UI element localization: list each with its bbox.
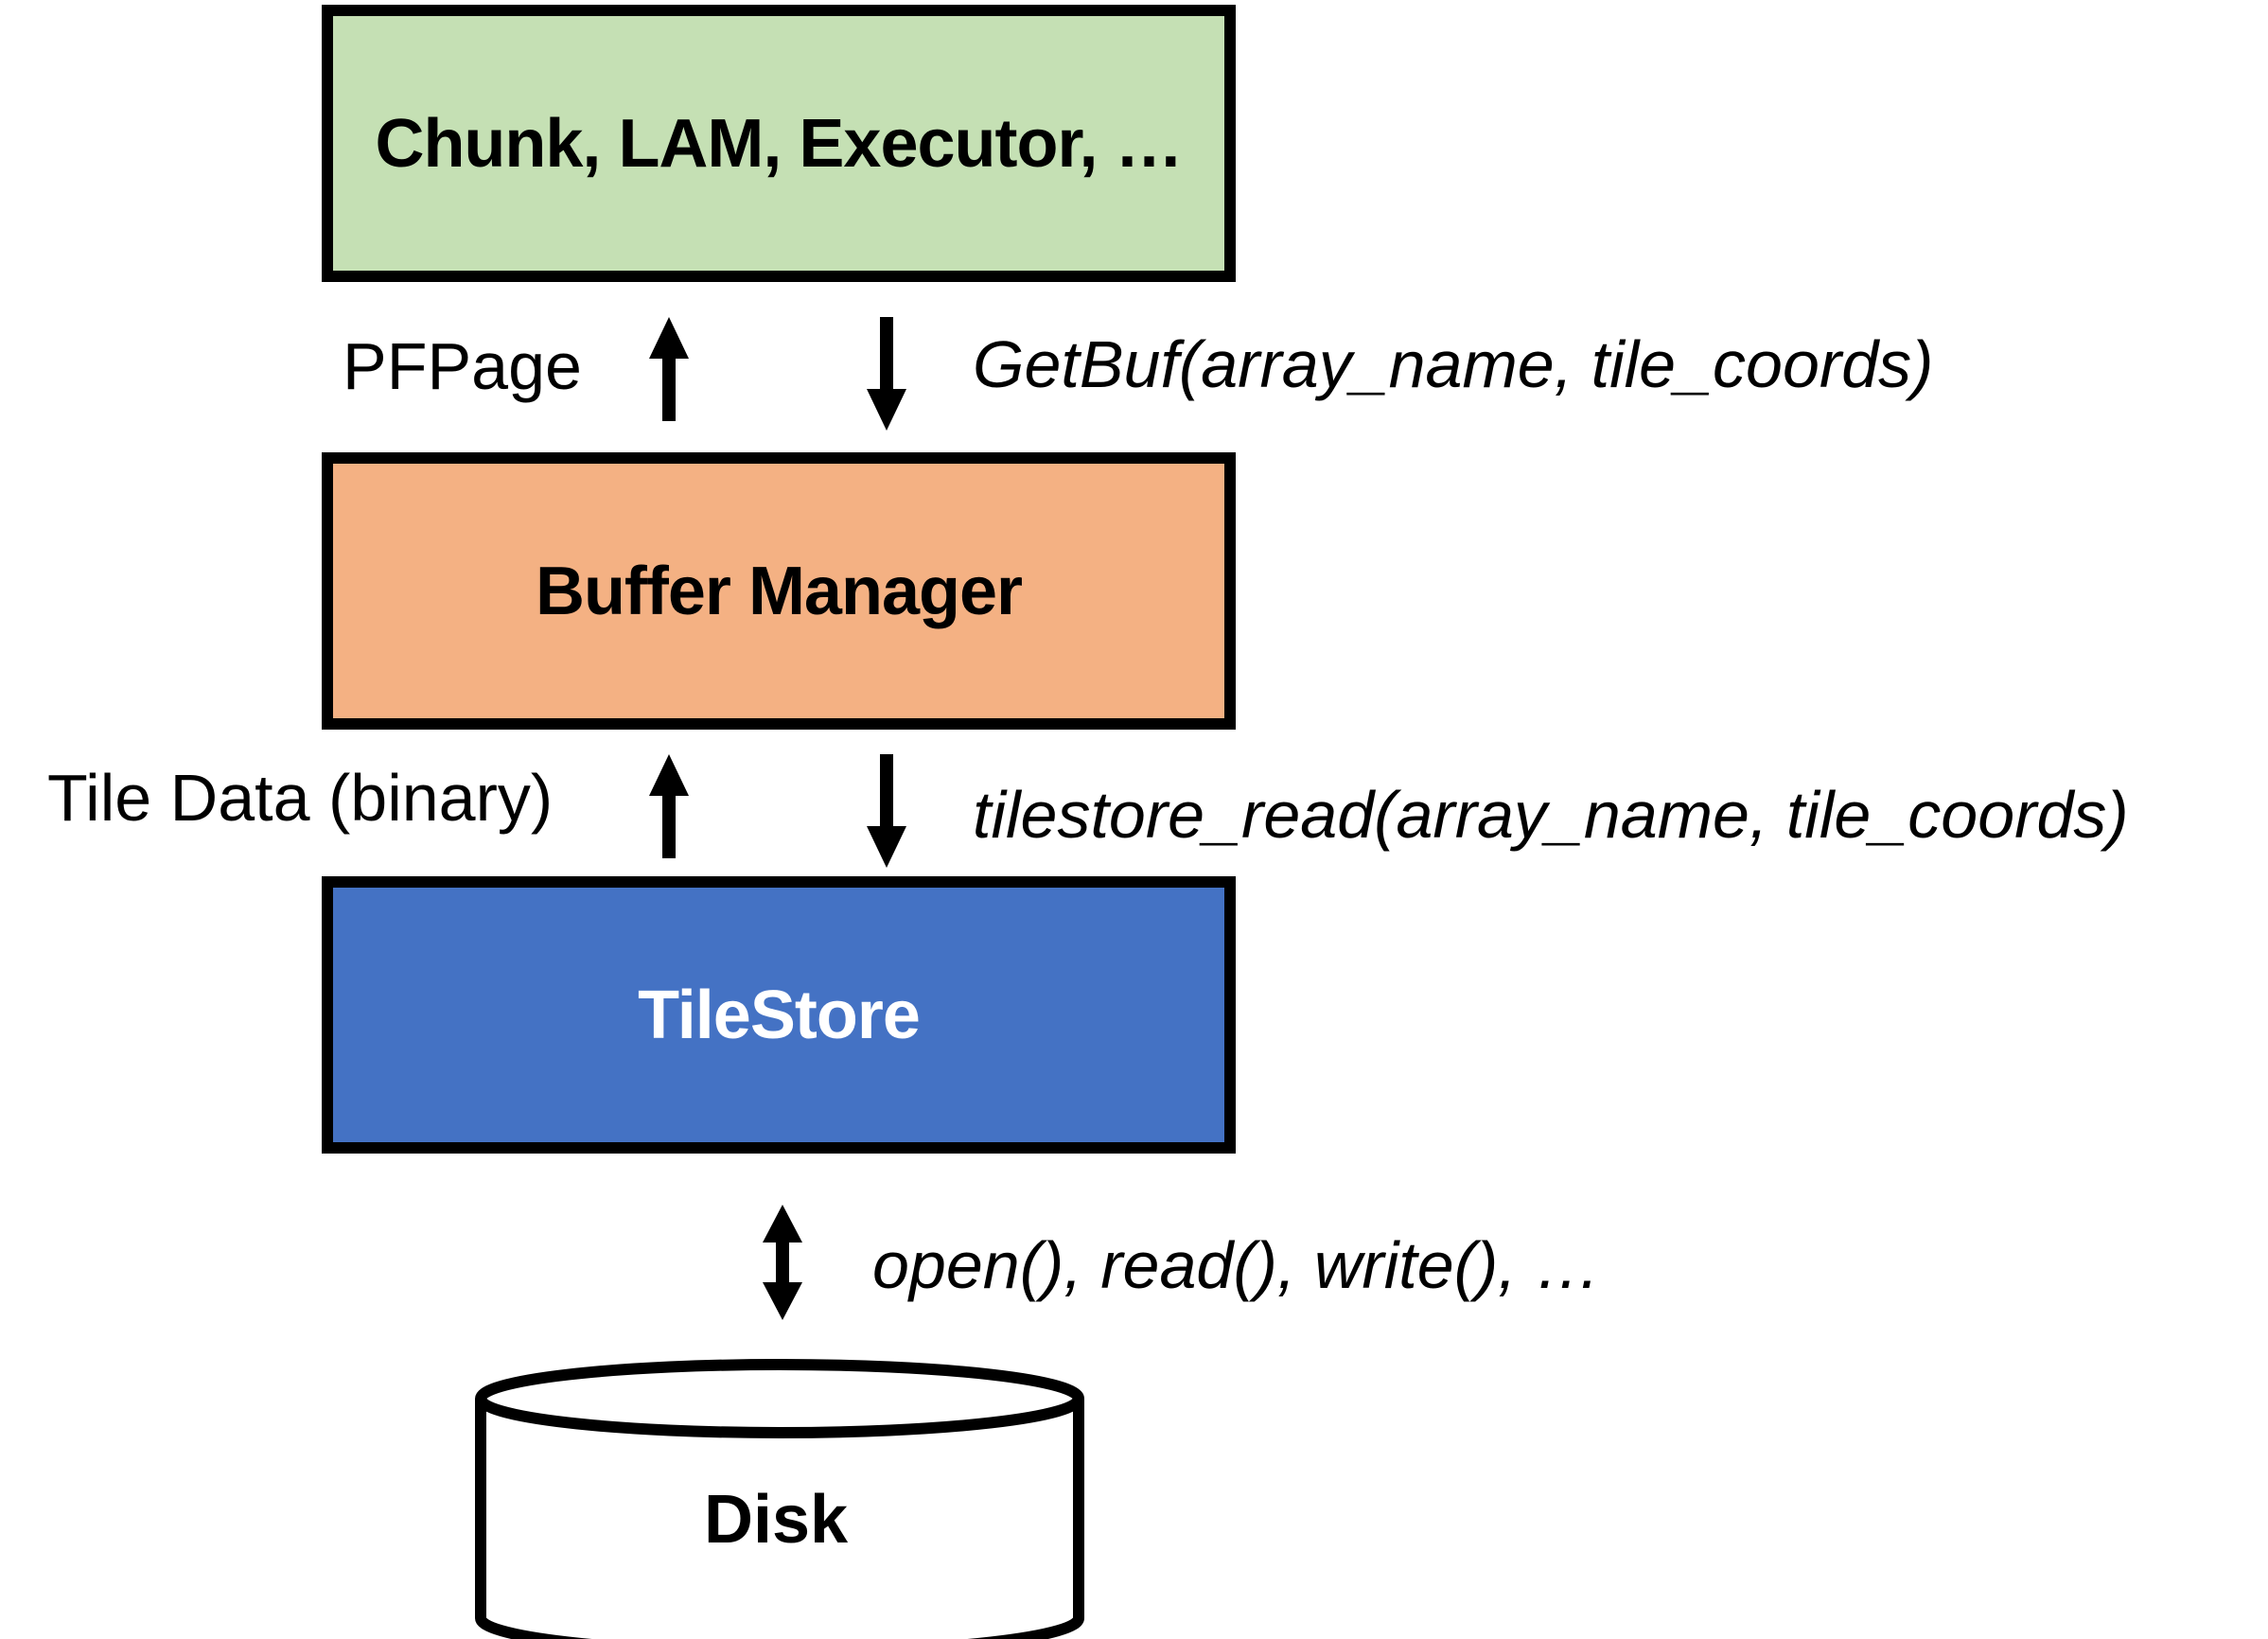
layer-chunk-lam-executor-label: Chunk, LAM, Executor, …	[375, 105, 1183, 182]
arrow-updown-icon	[763, 1205, 802, 1320]
arrow-down-icon	[867, 754, 906, 868]
arrow-up-icon	[649, 317, 689, 421]
layer-tilestore: TileStore	[322, 876, 1236, 1154]
pfpage-label: PFPage	[343, 329, 582, 403]
getbuf-call-label: GetBuf(array_name, tile_coords)	[973, 327, 1934, 401]
arrow-down-icon	[867, 317, 906, 431]
arrow-up-icon	[649, 754, 689, 858]
file-io-calls-label: open(), read(), write(), …	[872, 1228, 1602, 1302]
layer-tilestore-label: TileStore	[638, 977, 921, 1053]
tile-data-label: Tile Data (binary)	[47, 761, 554, 835]
disk-label: Disk	[703, 1482, 849, 1558]
layer-buffer-manager: Buffer Manager	[322, 452, 1236, 730]
layer-chunk-lam-executor: Chunk, LAM, Executor, …	[322, 5, 1236, 282]
tilestore-read-call-label: tilestore_read(array_name, tile_coords)	[973, 778, 2129, 852]
layer-buffer-manager-label: Buffer Manager	[535, 553, 1023, 629]
